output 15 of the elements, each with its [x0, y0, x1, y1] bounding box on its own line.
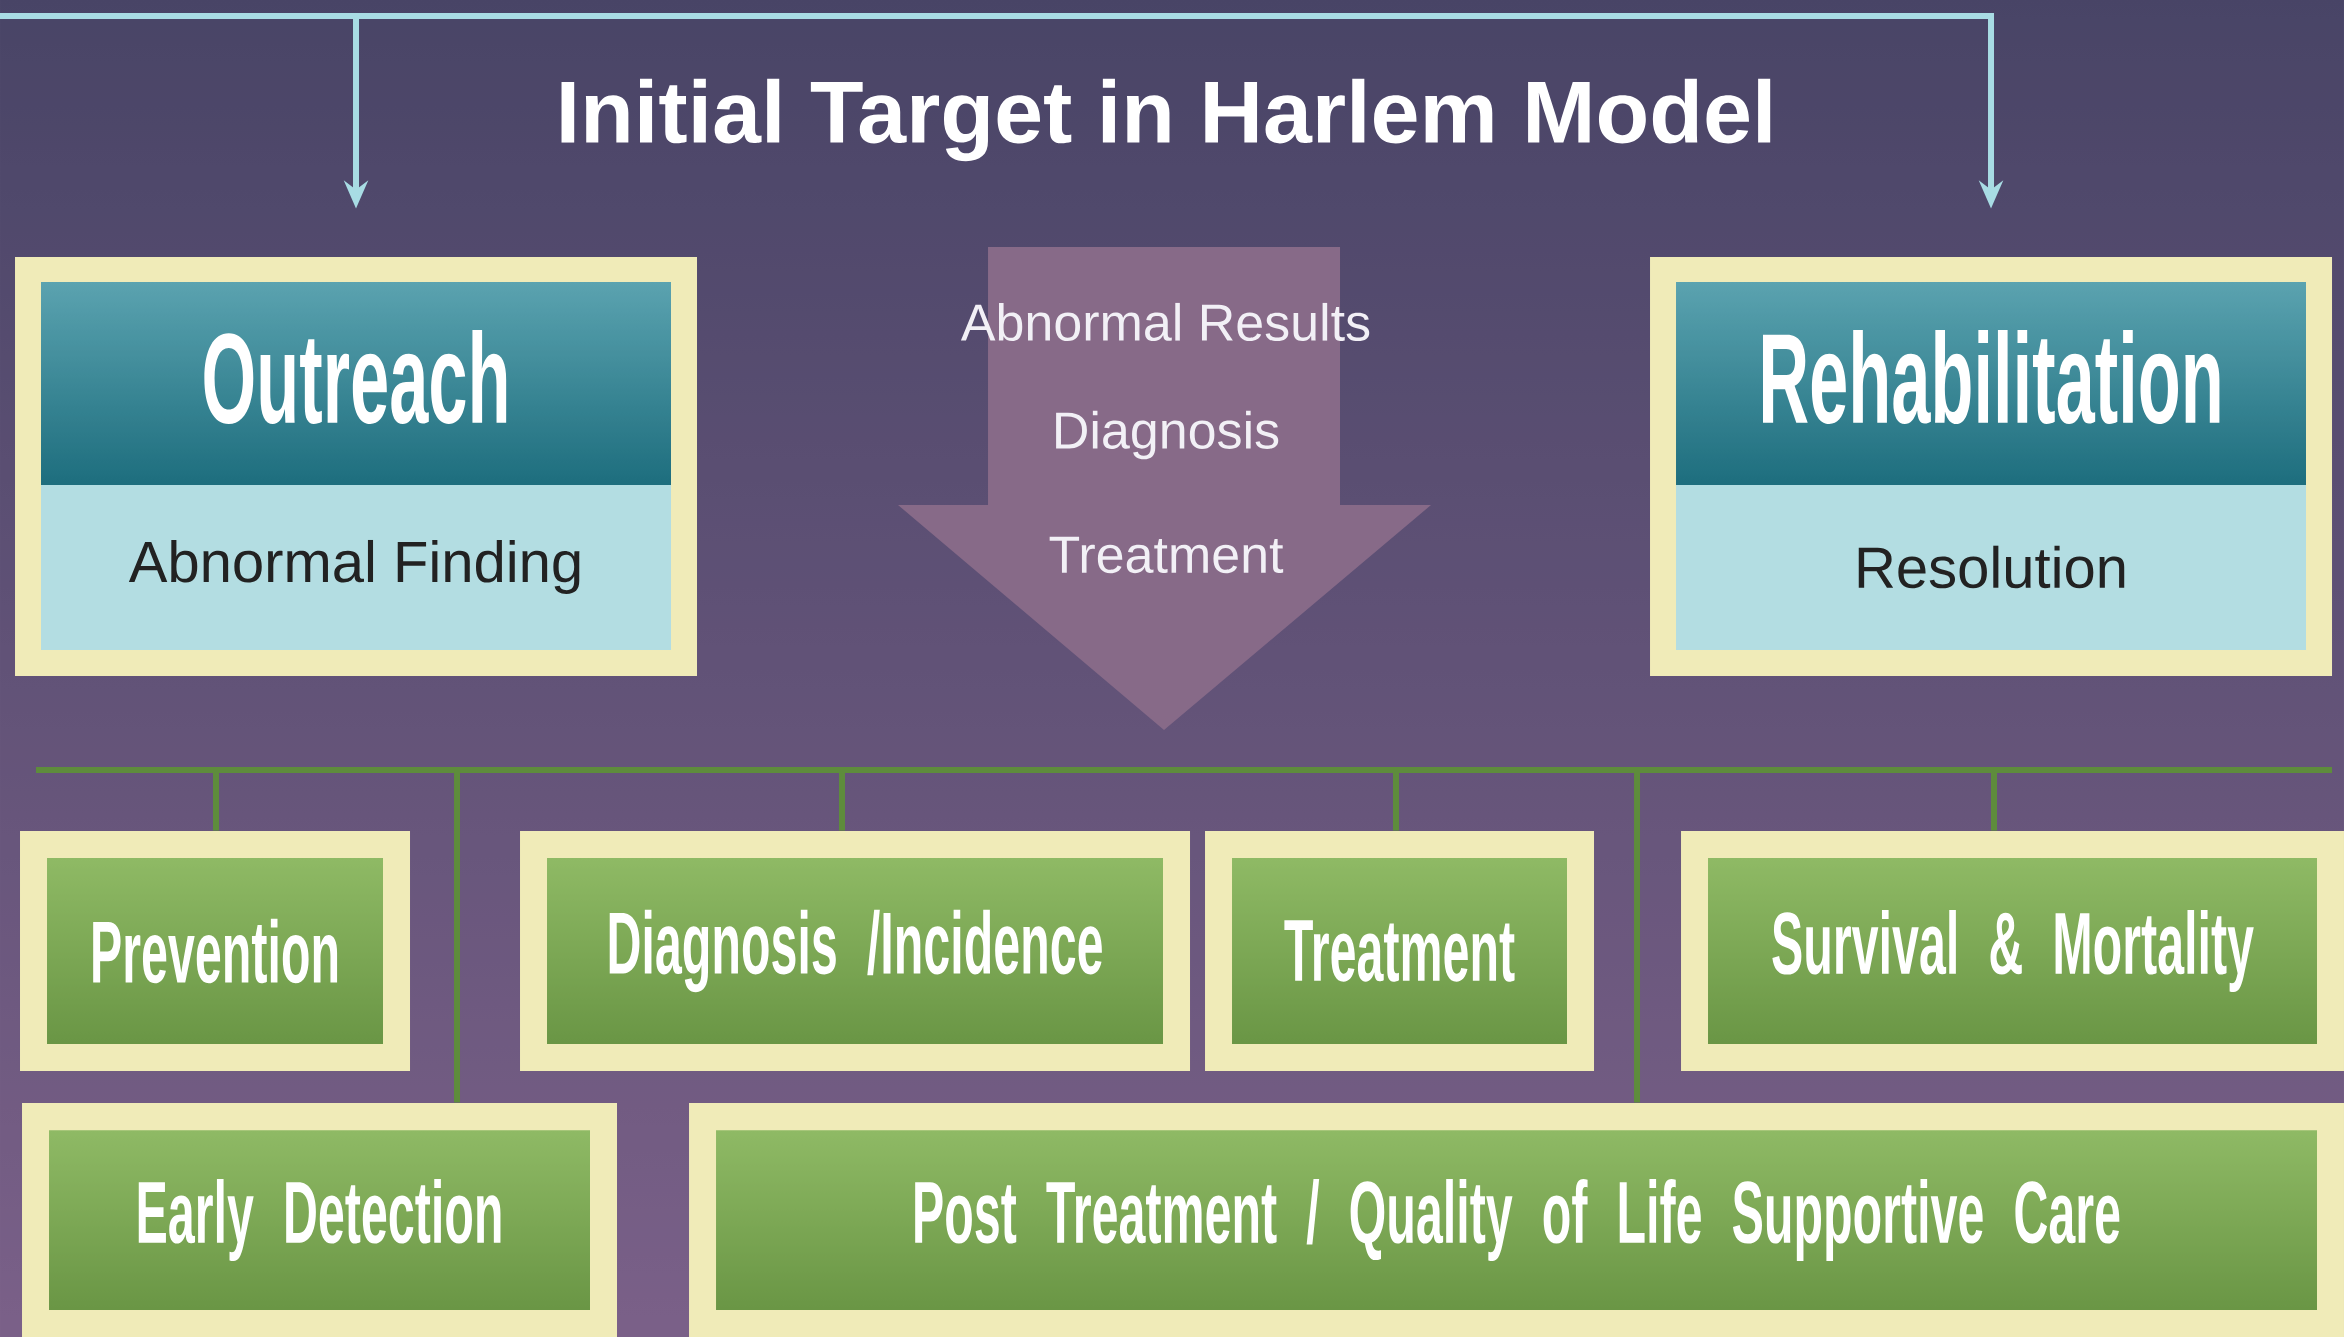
category-box: Treatment: [1205, 831, 1594, 1071]
connector-line: [1393, 770, 1399, 831]
category-box: Post Treatment / Quality of Life Supportive Care: [689, 1103, 2344, 1337]
title-box: Outreach Abnormal Finding: [15, 257, 697, 676]
connector-line: [454, 770, 460, 1103]
connector-line: [839, 770, 845, 831]
category-box: Early Detection: [22, 1103, 617, 1337]
category-box: Survival & Mortality: [1681, 831, 2344, 1071]
title-box: Rehabilitation Resolution: [1650, 257, 2332, 676]
category-box: Prevention: [20, 831, 410, 1071]
category-box: Diagnosis /Incidence: [520, 831, 1190, 1071]
connector-line: [213, 770, 219, 831]
title: Initial Target in Harlem Model: [561, 78, 1771, 162]
connector-line: [1991, 770, 1997, 831]
connector-line: [1634, 770, 1640, 1103]
